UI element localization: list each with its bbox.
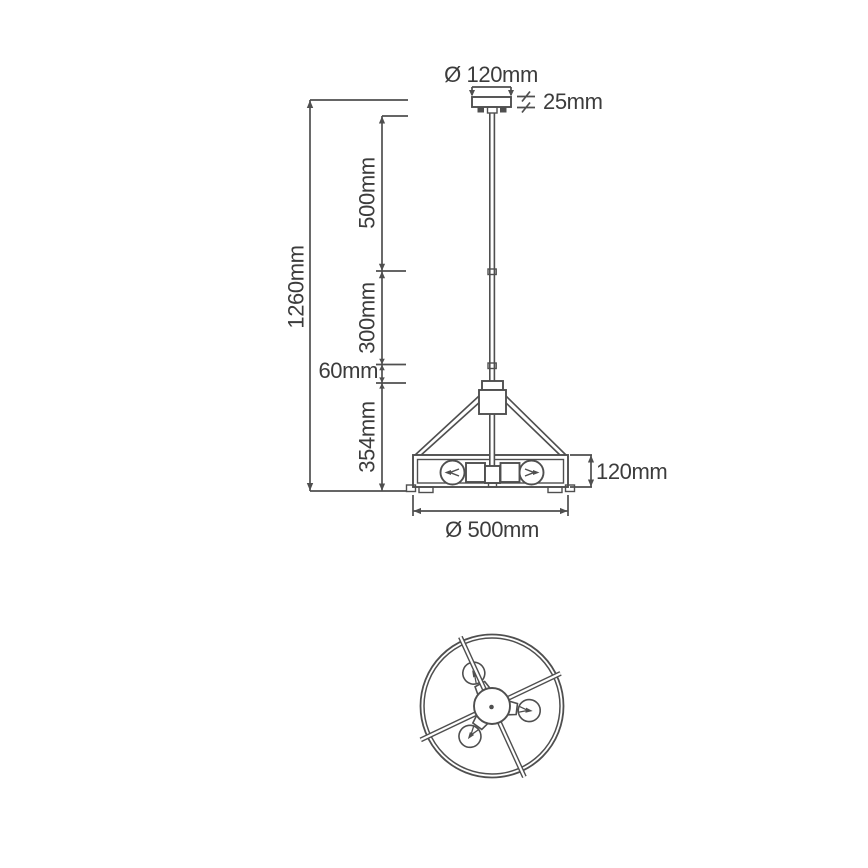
rim-height-dimension: 120mm <box>570 454 668 488</box>
arrowhead <box>379 358 385 365</box>
arrowhead <box>587 455 595 463</box>
canopy-height-label: 25mm <box>543 89 603 114</box>
arrowhead <box>378 116 386 124</box>
lamp-fixture <box>405 96 576 494</box>
right-filament <box>524 468 540 477</box>
arrowhead <box>413 507 421 515</box>
total-height-dimension: 1260mm <box>284 99 408 492</box>
arrowhead <box>508 90 514 97</box>
bulb-plan-right <box>505 696 543 724</box>
arrowhead <box>379 377 385 383</box>
arrowhead <box>379 383 385 389</box>
side-view: Ø 120mm 25mm 1260mm <box>284 62 668 542</box>
center-socket <box>484 465 501 484</box>
canopy-screw <box>500 107 507 113</box>
canopy-diameter-dimension: Ø 120mm <box>444 62 538 97</box>
arrowhead <box>587 479 595 487</box>
ceiling-canopy <box>471 96 512 114</box>
canopy-diameter-label: Ø 120mm <box>444 62 538 87</box>
bottom-view <box>419 633 565 779</box>
shade-diameter-label: Ø 500mm <box>445 517 539 542</box>
body-height-label: 354mm <box>355 401 380 472</box>
arrowhead <box>378 483 386 491</box>
upper-rod-length-label: 500mm <box>355 157 380 228</box>
hub-center-dot <box>489 704 494 710</box>
right-bulb-glass <box>518 459 545 486</box>
total-height-label: 1260mm <box>284 245 309 328</box>
connector-block <box>478 380 507 415</box>
right-socket <box>499 462 521 483</box>
arrowhead <box>469 90 475 97</box>
arrowhead <box>306 483 314 491</box>
rod-joint <box>487 362 497 370</box>
left-filament <box>444 468 460 477</box>
shade-diameter-dimension: Ø 500mm <box>412 495 569 542</box>
segment-dimensions: 500mm 300mm 60mm 354mm <box>318 115 408 491</box>
arrowhead <box>560 507 568 515</box>
bulbs-assembly <box>439 459 545 488</box>
middle-rod-length-label: 300mm <box>355 282 380 353</box>
center-hub <box>473 687 511 725</box>
connector-length-label: 60mm <box>318 358 378 383</box>
rim-height-label: 120mm <box>596 459 667 484</box>
struts <box>413 395 568 457</box>
left-bulb-glass <box>439 459 466 486</box>
outer-ring <box>419 633 565 779</box>
rod-joint <box>487 268 497 276</box>
left-socket <box>465 462 486 483</box>
arrowhead <box>306 100 314 108</box>
arrowhead <box>379 364 385 371</box>
canopy-height-dimension: 25mm <box>517 89 603 114</box>
canopy-screw <box>477 107 484 113</box>
arrowhead <box>378 271 386 279</box>
band-feet <box>405 484 576 494</box>
arrowhead <box>378 263 386 271</box>
